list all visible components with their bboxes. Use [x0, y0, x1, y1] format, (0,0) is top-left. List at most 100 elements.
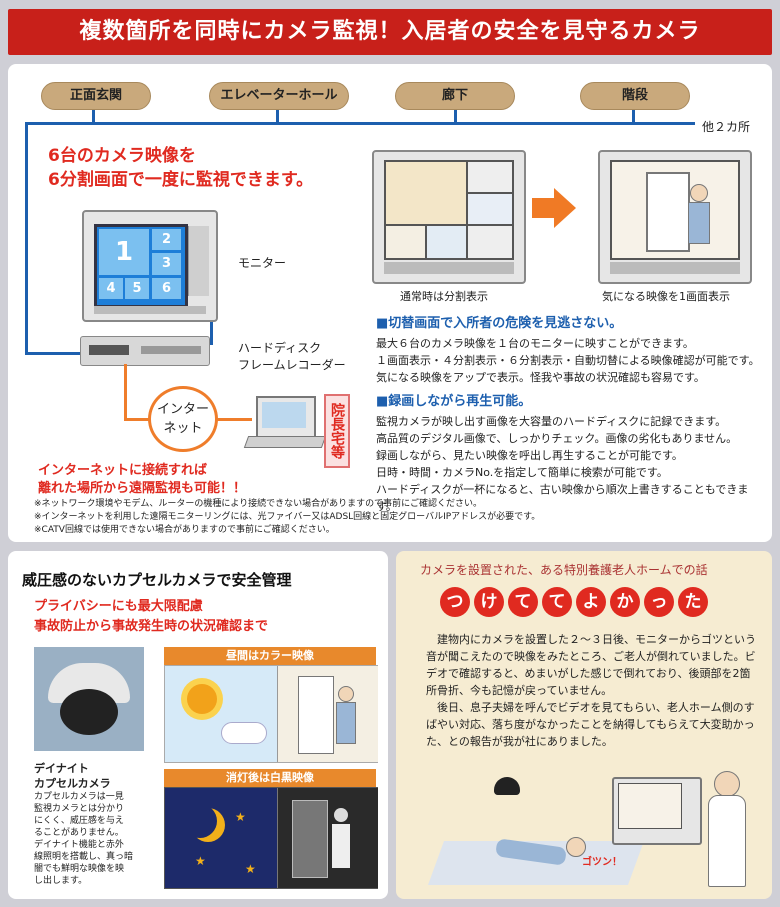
monitor-control-strip: [94, 306, 206, 314]
recorder-label-line-1: ハードディスク: [238, 341, 322, 355]
incident-monitor: [612, 777, 702, 845]
footnote: ※インターネットを利用した遠隔モニターリングには、光ファイバー又はADSL回線と…: [34, 512, 541, 522]
section2-line: 日時・時間・カメラNo.を指定して簡単に検索が可能です。: [376, 466, 668, 479]
headline: 6台のカメラ映像を 6分割画面で一度に監視できます。: [48, 144, 313, 192]
capsule-camera-photo: [34, 647, 144, 751]
testimonial-body: 建物内にカメラを設置した２～３日後、モニターからゴツという音が聞こえたので映像を…: [426, 631, 756, 750]
section2-line: 監視カメラが映し出す画像を大容量のハードディスクに記録できます。: [376, 415, 727, 428]
headline-char: た: [678, 587, 708, 617]
split-screen: [384, 160, 514, 260]
section1-line: 最大６台のカメラ映像を１台のモニターに映すことができます。: [376, 337, 694, 350]
camera-desc-line: 監視カメラとは分かり: [34, 804, 125, 814]
headline-char: よ: [576, 587, 606, 617]
star-icon: ★: [245, 862, 256, 876]
monitor-cell-1: 1: [99, 229, 149, 275]
laptop-keyboard: [243, 436, 327, 448]
camera-desc-line: 線照明を搭載し、真っ暗: [34, 852, 134, 862]
location-corridor: 廊下: [395, 82, 515, 110]
internet-label-line-2: ネット: [163, 421, 203, 436]
monitor-cell-5: 5: [125, 278, 149, 299]
recorder-illustration: [80, 336, 210, 366]
internet-label-line-1: インター: [156, 402, 209, 417]
headline-char: け: [474, 587, 504, 617]
section-recording-title: ■録画しながら再生可能。: [376, 394, 532, 409]
capsule-camera-name: デイナイト カプセルカメラ: [34, 761, 111, 791]
camera-desc-line: デイナイト機能と赤外: [34, 840, 124, 850]
cloud-icon: [221, 722, 267, 744]
camera-desc-line: ることがありません。: [34, 828, 124, 838]
headline-char: か: [610, 587, 640, 617]
monitor-illustration: 1 2 3 4 5 6: [82, 210, 218, 322]
monitor-side-panel: [188, 226, 209, 296]
director-home-label: 院長宅等: [324, 394, 350, 468]
star-icon: ★: [195, 854, 206, 868]
recorder-label-line-2: フレームレコーダー: [238, 358, 346, 372]
incident-illustration: ゴツン！: [416, 771, 756, 891]
monitor-label: モニター: [238, 256, 287, 270]
section-switching-body: 最大６台のカメラ映像を１台のモニターに映すことができます。 １画面表示・４分割表…: [376, 335, 766, 386]
testimonial-paragraph: 後日、息子夫婦を呼んでビデオを見てもらい、老人ホーム側のすばやい対応、落ち度がな…: [426, 701, 755, 748]
footnote: ※CATV回線では使用できない場合がありますので事前にご確認ください。: [34, 525, 335, 535]
night-mode-image: ★ ★ ★: [164, 787, 378, 889]
section1-line: 気になる映像をアップで表示。怪我や事故の状況確認も容易です。: [376, 371, 705, 384]
remote-text-line-2: 離れた場所から遠隔監視も可能！！: [38, 481, 247, 496]
capsule-camera-panel: 威圧感のないカプセルカメラで安全管理 プライバシーにも最大限配慮 事故防止から事…: [8, 551, 388, 899]
section-recording: ■録画しながら再生可能。 監視カメラが映し出す画像を大容量のハードディスクに記録…: [376, 390, 768, 515]
testimonial-headline: つ け て て よ か っ た: [440, 587, 708, 617]
system-overview-panel: 正面玄関 エレベーターホール 廊下 階段 他２カ所 6台のカメラ映像を 6分割画…: [8, 64, 772, 542]
section2-line: 録画しながら、見たい映像を呼出し再生することが可能です。: [376, 449, 683, 462]
star-icon: ★: [235, 810, 246, 824]
dome-camera-icon: [494, 777, 520, 795]
monitor-cell-4: 4: [99, 278, 123, 299]
sun-icon: [187, 684, 217, 714]
camera-desc-line: 闇でも鮮明な映像を映: [34, 864, 125, 874]
section-switching-title: ■切替画面で入所者の危険を見逃さない。: [376, 316, 623, 331]
testimonial-panel: カメラを設置された、ある特別養護老人ホームでの話 つ け て て よ か っ た…: [396, 551, 772, 899]
other-locations-label: 他２カ所: [702, 120, 751, 134]
footnotes: ※ネットワーク環境やモデム、ルーターの機種により接続できない場合がありますので事…: [34, 498, 764, 537]
section2-line: ハードディスクが一杯になると、古い映像から順次上書きすることもできます。: [376, 483, 749, 513]
remote-monitoring-text: インターネットに接続すれば 離れた場所から遠隔監視も可能！！: [38, 462, 246, 498]
capsule-camera-description: カプセルカメラは一見 監視カメラとは分かり にくく、威圧感を与え ることがありま…: [34, 791, 133, 887]
capsule-subtitle-line-1: プライバシーにも最大限配慮: [34, 599, 203, 614]
headline-char: っ: [644, 587, 674, 617]
split-screen-monitor: [372, 150, 526, 284]
remote-text-line-1: インターネットに接続すれば: [38, 463, 208, 478]
camera-desc-line: にくく、威圧感を与え: [34, 816, 124, 826]
capsule-subtitle-line-2: 事故防止から事故発生時の状況確認まで: [34, 619, 269, 634]
testimonial-title: カメラを設置された、ある特別養護老人ホームでの話: [420, 563, 708, 577]
monitor-cell-2: 2: [152, 229, 181, 250]
headline-line-1: 6台のカメラ映像を: [48, 146, 196, 166]
caption-split-view: 通常時は分割表示: [400, 290, 488, 303]
arrow-icon: [532, 198, 554, 218]
section-switching: ■切替画面で入所者の危険を見逃さない。 最大６台のカメラ映像を１台のモニターに映…: [376, 312, 766, 386]
location-entrance: 正面玄関: [41, 82, 151, 110]
moon-icon: [183, 804, 217, 838]
arrow-head-icon: [554, 188, 576, 228]
caption-single-view: 気になる映像を1画面表示: [602, 290, 730, 303]
impact-sound: ゴツン！: [582, 857, 622, 868]
camera-desc-line: カプセルカメラは一見: [34, 792, 124, 802]
camera-name-line-1: デイナイト: [34, 762, 89, 775]
headline-char: て: [508, 587, 538, 617]
camera-name-line-2: カプセルカメラ: [34, 777, 111, 790]
night-mode-label: 消灯後は白黒映像: [164, 769, 376, 787]
capsule-title: 威圧感のないカプセルカメラで安全管理: [22, 571, 292, 589]
single-screen-monitor: [598, 150, 752, 284]
day-mode-label: 昼間はカラー映像: [164, 647, 376, 665]
section-recording-body: 監視カメラが映し出す画像を大容量のハードディスクに記録できます。 高品質のデジタ…: [376, 413, 768, 515]
page-banner: 複数箇所を同時にカメラ監視！入居者の安全を見守るカメラ: [8, 9, 772, 55]
headline-char: つ: [440, 587, 470, 617]
single-screen: [610, 160, 740, 260]
headline-line-2: 6分割画面で一度に監視できます。: [48, 170, 314, 190]
day-mode-image: [164, 665, 378, 763]
section1-line: １画面表示・４分割表示・６分割表示・自動切替による映像確認が可能です。: [376, 354, 760, 367]
capsule-subtitle: プライバシーにも最大限配慮 事故防止から事故発生時の状況確認まで: [34, 597, 268, 637]
footnote: ※ネットワーク環境やモデム、ルーターの機種により接続できない場合がありますので事…: [34, 499, 483, 509]
monitor-screen: 1 2 3 4 5 6: [94, 224, 188, 308]
headline-char: て: [542, 587, 572, 617]
location-elevator-hall: エレベーターホール: [209, 82, 349, 110]
testimonial-paragraph: 建物内にカメラを設置した２～３日後、モニターからゴツという音が聞こえたので映像を…: [426, 633, 756, 697]
section2-line: 高品質のデジタル画像で、しっかりチェック。画像の劣化もありません。: [376, 432, 738, 445]
recorder-label: ハードディスク フレームレコーダー: [238, 340, 346, 374]
